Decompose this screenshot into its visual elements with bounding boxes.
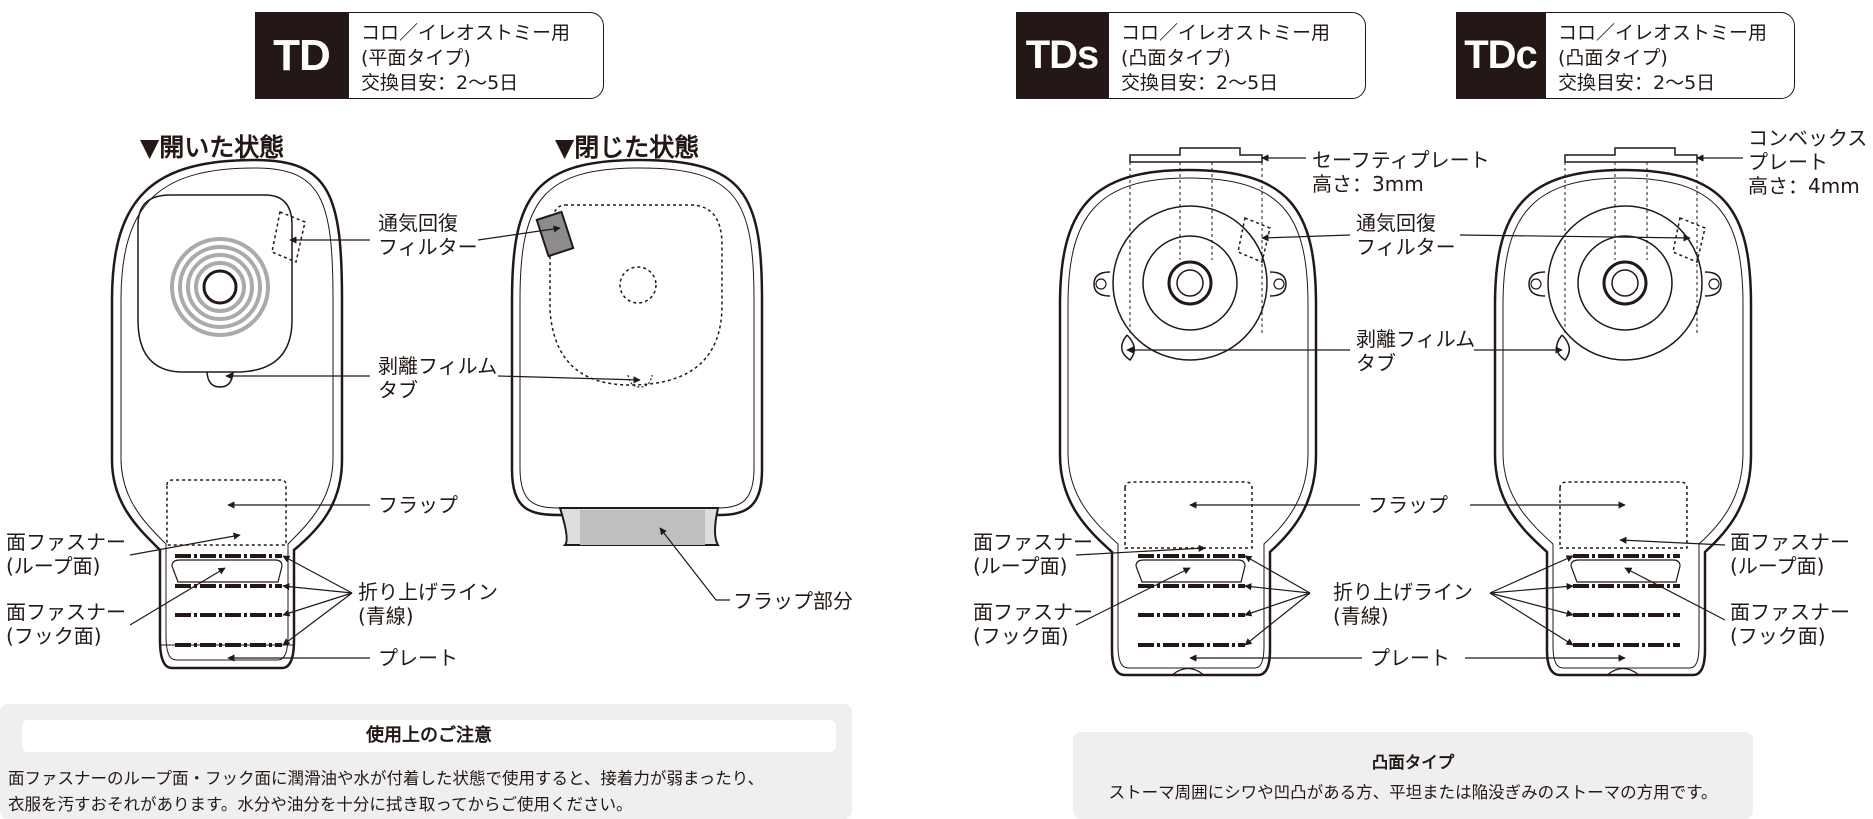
filter-dashed [271, 210, 306, 264]
convex-type-note: 凸面タイプ ストーマ周囲にシワや凹凸がある方、平坦または陥没ぎみのストーマの方用… [1073, 732, 1753, 819]
peel-tab-label-convex: 剥離フィルムタブ [1356, 327, 1476, 375]
product-usage: コロ／イレオストミー用 [1121, 22, 1331, 44]
flap-dashed [1559, 481, 1688, 549]
fold-lines [175, 554, 282, 647]
flap-label: フラップ [378, 493, 458, 517]
flap-dashed [166, 479, 287, 546]
flap-base [580, 510, 705, 545]
fold-line-label-convex: 折り上げライン(青線) [1333, 580, 1473, 628]
convex-ring [1577, 235, 1673, 331]
fold-line-label: 折り上げライン(青線) [358, 580, 498, 628]
faceplate-dashed [549, 204, 723, 386]
product-info-box-tdc: コロ／イレオストミー用 (凸面タイプ) 交換目安：2〜5日 [1545, 12, 1795, 99]
filter-patch [535, 210, 575, 258]
pouch-outline [510, 158, 764, 517]
hook-fastener-label-left: 面ファスナー(フック面) [973, 600, 1093, 648]
flap-part-label: フラップ部分 [733, 589, 853, 613]
pouch-inner-outline [120, 167, 334, 661]
plate-label: プレート [378, 646, 458, 670]
product-info-box-tds: コロ／イレオストミー用 (凸面タイプ) 交換目安：2〜5日 [1108, 12, 1366, 99]
stoma-dashed [619, 266, 657, 304]
belt-lug-right [1704, 271, 1722, 297]
convex-plate-top [1564, 147, 1698, 163]
closed-state-heading: ▼閉じた状態 [555, 133, 700, 162]
flap-label-convex: フラップ [1368, 493, 1448, 517]
product-change-interval: 交換目安：2〜5日 [1558, 72, 1716, 94]
bottom-notch [1171, 667, 1205, 676]
belt-lug-right [1269, 271, 1287, 297]
product-change-interval: 交換目安：2〜5日 [1121, 72, 1279, 94]
pouch-td-open [110, 158, 344, 670]
convex-type-title: 凸面タイプ [1371, 753, 1455, 772]
product-code-badge-tds: TDs [1016, 12, 1108, 99]
open-state-heading: ▼開いた状態 [140, 133, 285, 162]
filter-dashed [1237, 216, 1271, 264]
leader-lines [129, 154, 1743, 662]
caution-note-line1: 面ファスナーのループ面・フック面に潤滑油や水が付着した状態で使用すると、接着力が… [8, 769, 765, 788]
stoma-inner [1611, 269, 1639, 297]
product-type: (平面タイプ) [361, 47, 471, 69]
pouch-tds [1058, 147, 1318, 677]
pouch-inner-outline [1502, 177, 1744, 669]
faceplate-outline [137, 194, 293, 373]
filter-label-convex: 通気回復フィルター [1356, 211, 1456, 259]
product-code-badge-td: TD [255, 12, 348, 99]
product-type: (凸面タイプ) [1121, 47, 1231, 69]
plate-label-convex: プレート [1370, 646, 1450, 670]
pouch-outline [1493, 168, 1753, 677]
loop-fastener-label-left: 面ファスナー(ループ面) [973, 530, 1093, 578]
faceplate-circle [1112, 205, 1268, 361]
peel-tab-label: 剥離フィルムタブ [378, 354, 498, 402]
product-type: (凸面タイプ) [1558, 47, 1668, 69]
hook-fastener-label-right: 面ファスナー(フック面) [1730, 600, 1850, 648]
peel-tab [206, 371, 234, 388]
convex-ring [1142, 235, 1238, 331]
convex-type-text: ストーマ周囲にシワや凹凸がある方、平坦または陥没ぎみのストーマの方用です。 [1108, 783, 1718, 802]
stoma-outer [1167, 260, 1213, 306]
stoma-inner [1176, 269, 1204, 297]
stoma-outer [1602, 260, 1648, 306]
safety-plate-label: セーフティプレート高さ：3mm [1312, 148, 1490, 196]
product-usage: コロ／イレオストミー用 [361, 22, 571, 44]
hook-patch [1570, 559, 1681, 583]
filter-dashed [1672, 216, 1706, 264]
pouch-inner-outline [1067, 177, 1309, 669]
hook-patch [1135, 559, 1246, 583]
stoma-hole [202, 269, 238, 305]
caution-note-line2: 衣服を汚すおそれがあります。水分や油分を十分に拭き取ってからご使用ください。 [8, 795, 633, 814]
product-code-badge-tdc: TDc [1456, 12, 1545, 99]
bottom-notch [1606, 667, 1640, 676]
convex-plate-label: コンベックスプレート高さ：4mm [1748, 126, 1868, 198]
fold-lines [1573, 554, 1680, 647]
pouch-outline [1058, 168, 1318, 677]
hook-patch [171, 559, 283, 583]
belt-lug-left [1093, 271, 1111, 297]
loop-fastener-label-right: 面ファスナー(ループ面) [1730, 530, 1850, 578]
caution-note-title: 使用上のご注意 [22, 720, 836, 752]
loop-fastener-label: 面ファスナー(ループ面) [6, 530, 126, 578]
product-change-interval: 交換目安：2〜5日 [361, 72, 519, 94]
pouch-tdc [1493, 147, 1753, 677]
product-usage: コロ／イレオストミー用 [1558, 22, 1768, 44]
fold-lines [1138, 554, 1245, 647]
adhesive-rings [170, 237, 270, 337]
hook-fastener-label: 面ファスナー(フック面) [6, 600, 126, 648]
faceplate-circle [1547, 205, 1703, 361]
belt-lug-left [1528, 271, 1546, 297]
pouch-td-closed [510, 158, 764, 546]
product-info-box-td: コロ／イレオストミー用 (平面タイプ) 交換目安：2〜5日 [348, 12, 604, 99]
filter-label: 通気回復フィルター [378, 211, 478, 259]
peel-tab [1121, 334, 1136, 361]
safety-plate-top [1129, 147, 1263, 163]
pouch-outline [110, 158, 344, 670]
peel-tab [1556, 334, 1571, 361]
caution-note: 使用上のご注意 面ファスナーのループ面・フック面に潤滑油や水が付着した状態で使用… [0, 704, 852, 819]
flap-dashed [1124, 481, 1253, 549]
